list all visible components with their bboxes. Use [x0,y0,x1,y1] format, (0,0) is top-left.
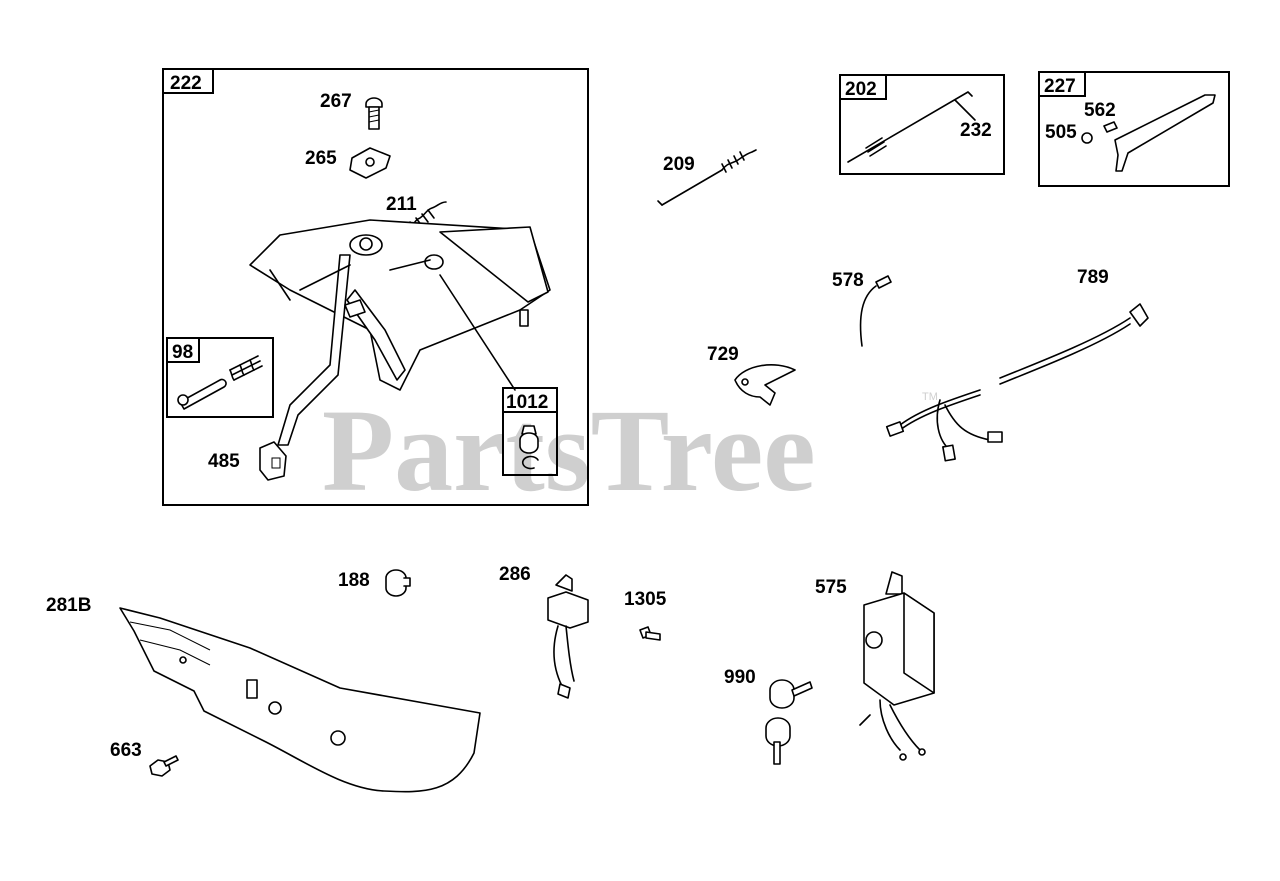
group-98-tag [166,337,200,363]
part-286-label: 286 [499,564,531,585]
part-562-label: 562 [1084,100,1116,121]
part-729-clamp[interactable] [734,364,796,406]
part-1305-screw[interactable] [639,626,661,641]
group-1012-tag [502,387,558,413]
group-98-frame [166,337,274,418]
part-578-label: 578 [832,270,864,291]
part-222-control-bracket[interactable] [249,219,551,446]
group-222-label: 222 [170,73,202,94]
group-222-tag [162,68,214,94]
part-265-label: 265 [305,148,337,169]
part-663-label: 663 [110,740,142,761]
part-578-wire[interactable] [859,275,892,347]
part-1305-label: 1305 [624,589,667,610]
group-98[interactable]: 98 [166,337,274,418]
part-789-wiring-harness[interactable] [885,303,1149,462]
group-1012[interactable]: 1012 [502,387,558,476]
part-663-bolt[interactable] [149,755,179,777]
part-575-ignition-module[interactable] [859,571,935,761]
part-267-label: 267 [320,91,352,112]
part-265-clip[interactable] [349,147,391,179]
part-281B-control-panel-bracket[interactable] [119,607,481,793]
watermark: PartsTree [322,385,816,516]
part-789-label: 789 [1077,267,1109,288]
group-202[interactable]: 202 [839,74,1005,175]
group-1012-label: 1012 [506,392,548,413]
part-729-label: 729 [707,344,739,365]
group-202-tag [839,74,887,100]
group-222-frame [162,68,589,506]
part-990-keys[interactable] [765,679,813,765]
part-211-label: 211 [386,194,417,215]
group-227-tag [1038,71,1086,97]
part-232-label: 232 [960,120,992,141]
leader-1012 [439,274,516,391]
part-575-label: 575 [815,577,847,598]
part-286-switch[interactable] [547,574,589,699]
group-227-frame [1038,71,1230,187]
part-281B-label: 281B [46,595,91,616]
part-990-label: 990 [724,667,756,688]
part-485-bumper[interactable] [259,441,287,481]
group-98-label: 98 [172,342,193,363]
part-505-label: 505 [1045,122,1077,143]
part-188-pin[interactable] [385,569,411,597]
part-209-spring[interactable] [657,149,757,206]
part-485-label: 485 [208,451,240,472]
group-227[interactable]: 227 [1038,71,1230,187]
group-227-label: 227 [1044,76,1076,97]
group-202-frame [839,74,1005,175]
watermark-trademark: TM [922,391,938,403]
part-188-label: 188 [338,570,370,591]
part-209-label: 209 [663,154,695,175]
group-202-label: 202 [845,79,877,100]
part-267-screw[interactable] [365,97,383,130]
group-222[interactable]: 222 [162,68,589,506]
